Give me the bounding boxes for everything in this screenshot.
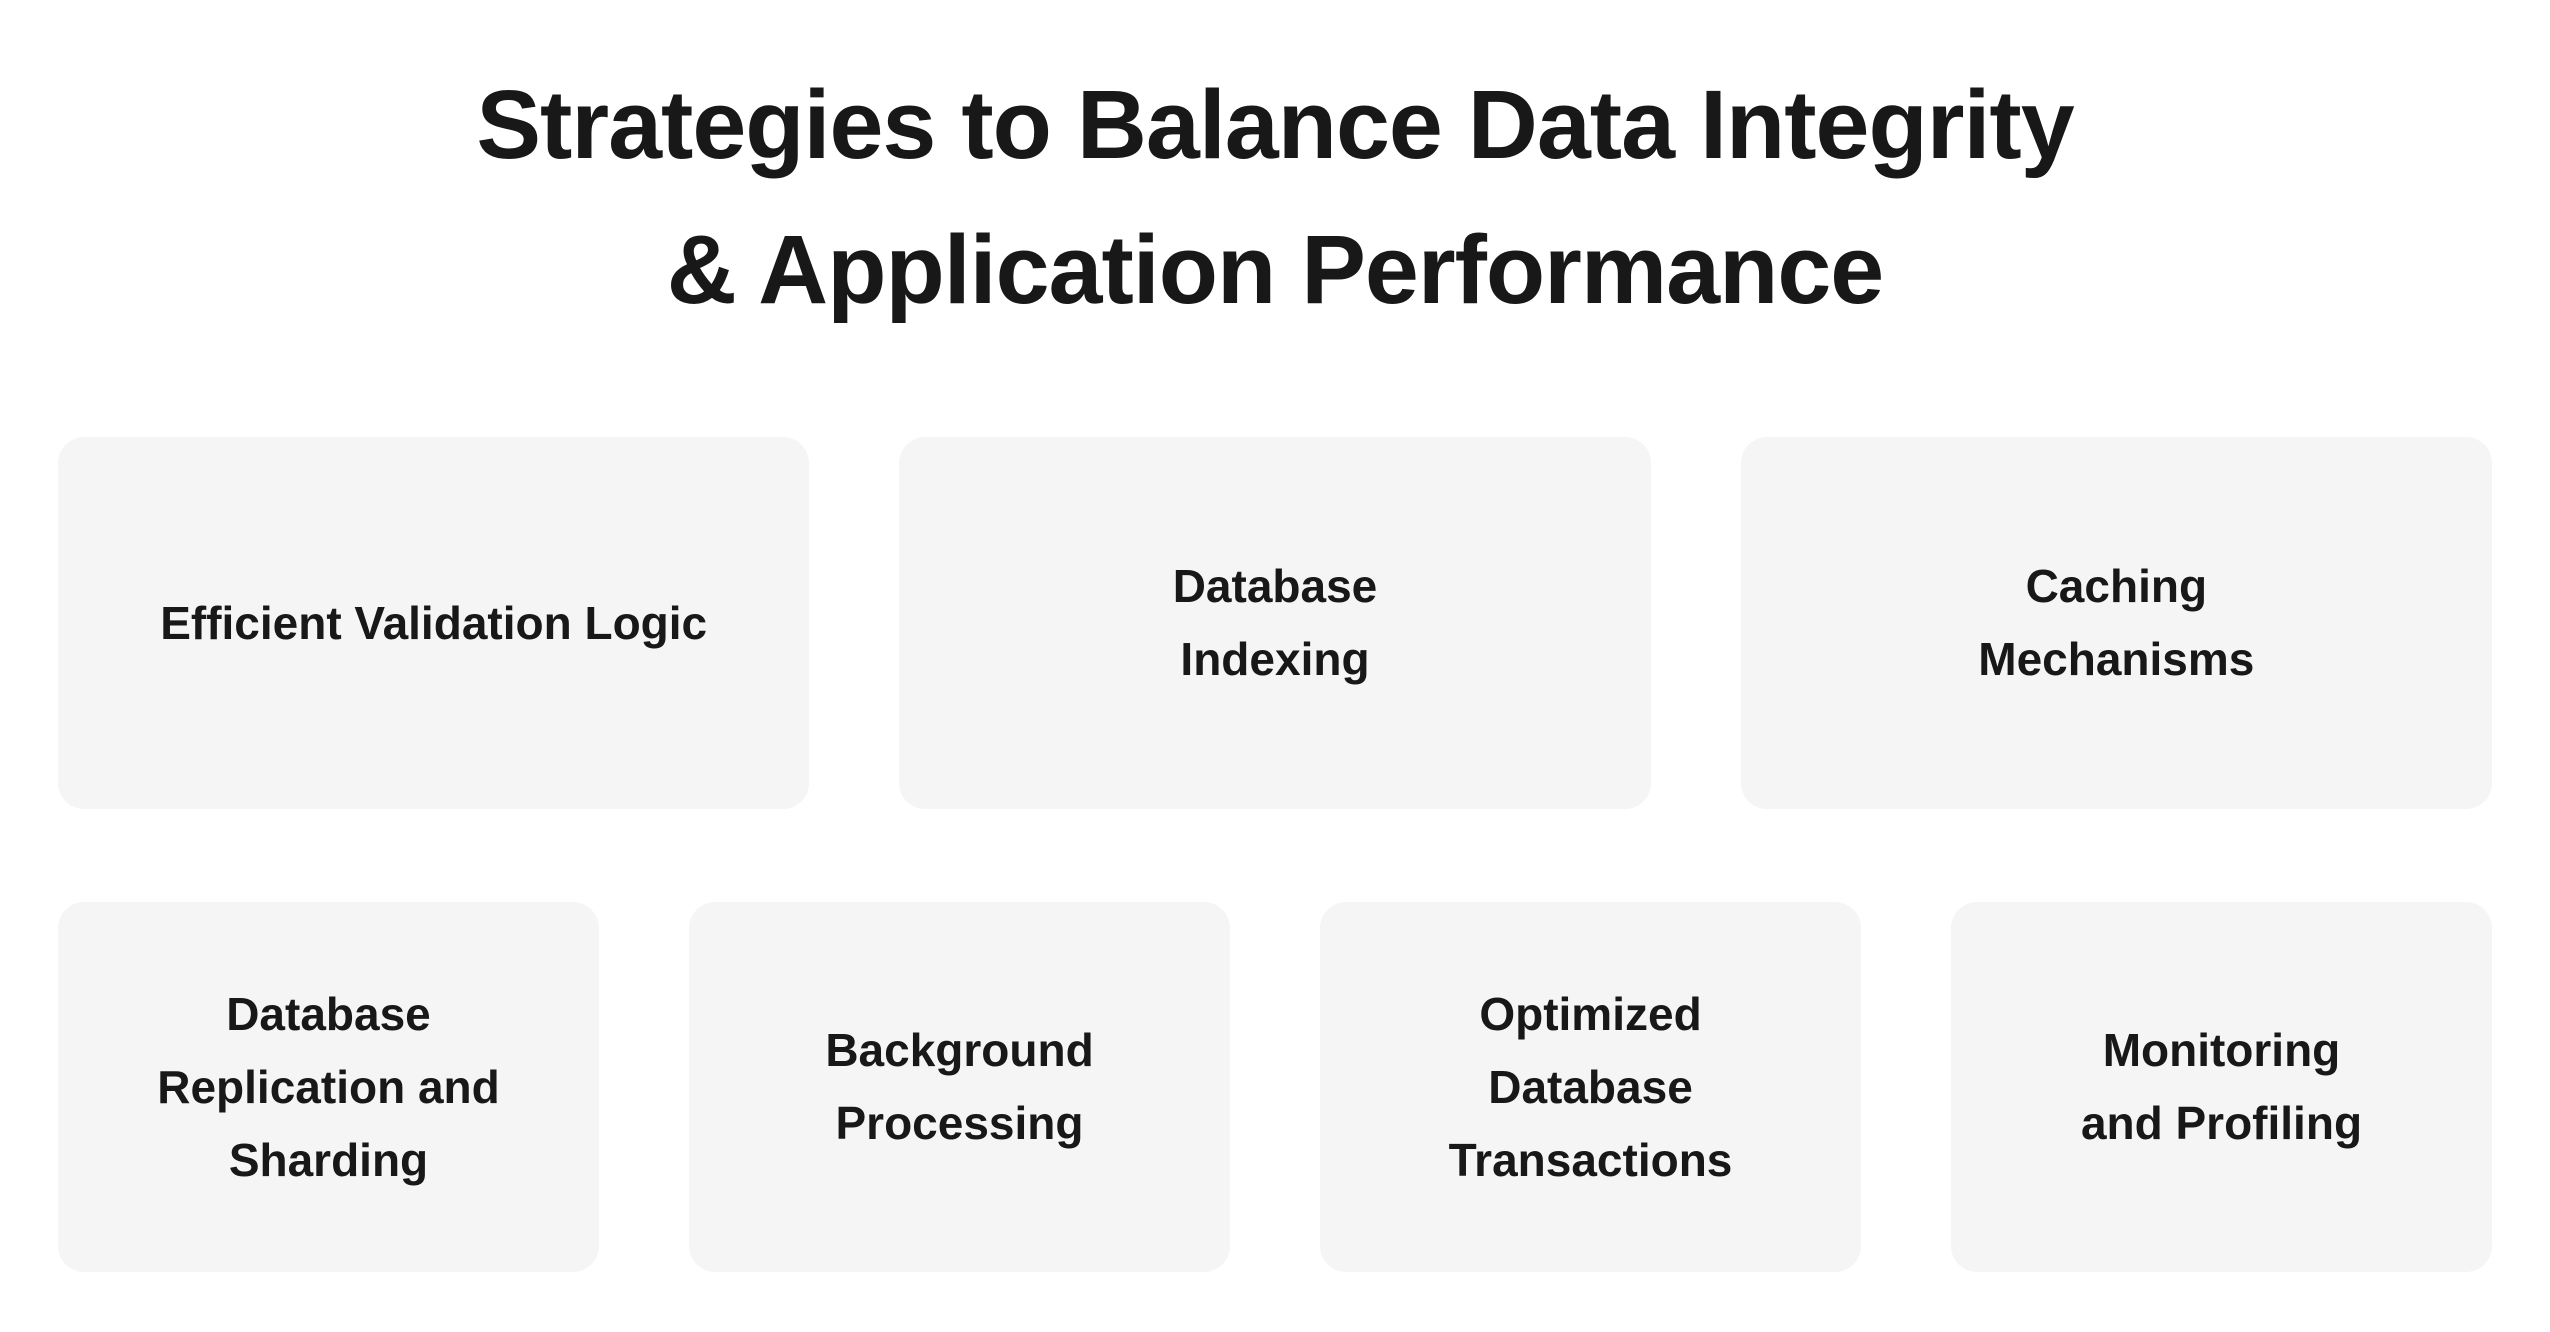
title-line-1: Strategies to Balance Data Integrity — [476, 70, 2074, 179]
card-row-bottom: Database Replication and Sharding Backgr… — [58, 902, 2492, 1272]
card-optimized-database-transactions: Optimized Database Transactions — [1320, 902, 1861, 1272]
card-monitoring-and-profiling: Monitoring and Profiling — [1951, 902, 2492, 1272]
card-label: Monitoring and Profiling — [2080, 1024, 2363, 1149]
card-efficient-validation-logic: Efficient Validation Logic — [58, 437, 810, 809]
card-label: Optimized Database Transactions — [1448, 987, 1733, 1186]
card-label: Caching Mechanisms — [1978, 560, 2255, 685]
title-line-2: & Application Performance — [666, 215, 1885, 324]
card-background-processing: Background Processing — [689, 902, 1230, 1272]
card-caching-mechanisms: Caching Mechanisms — [1740, 437, 2492, 809]
card-label: Background Processing — [825, 1024, 1094, 1149]
page-title: Strategies to Balance Data Integrity & A… — [0, 52, 2550, 342]
card-label: Database Replication and Sharding — [157, 987, 500, 1186]
card-row-top: Efficient Validation Logic Database Inde… — [58, 437, 2492, 809]
card-label: Database Indexing — [1172, 560, 1378, 685]
card-label: Efficient Validation Logic — [160, 596, 708, 649]
card-database-indexing: Database Indexing — [899, 437, 1651, 809]
card-database-replication-and-sharding: Database Replication and Sharding — [58, 902, 599, 1272]
